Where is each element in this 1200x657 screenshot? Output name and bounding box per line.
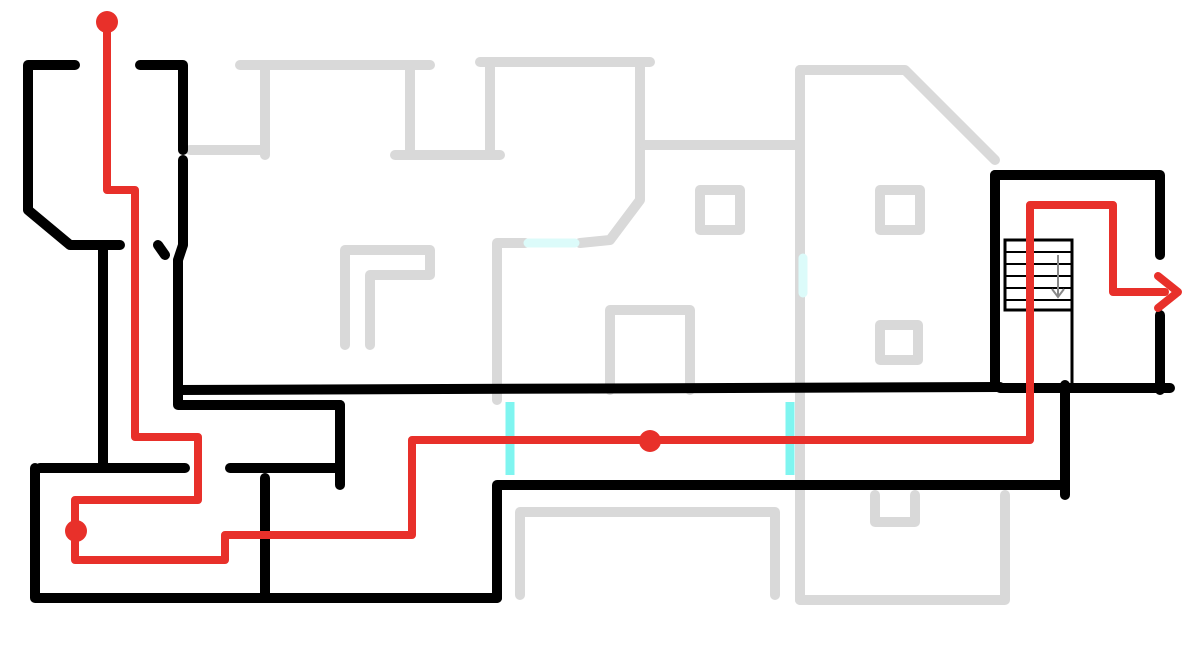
stairs-down-arrow-icon	[1051, 255, 1065, 299]
waypoint-icon	[639, 430, 661, 452]
waypoint-icon	[65, 520, 87, 542]
start-point-icon	[96, 11, 118, 33]
evacuation-route	[65, 11, 1182, 564]
inactive-walls	[185, 57, 1010, 605]
active-walls	[23, 60, 1175, 603]
exit-arrow-icon	[1154, 272, 1182, 312]
stairs	[1003, 238, 1074, 385]
